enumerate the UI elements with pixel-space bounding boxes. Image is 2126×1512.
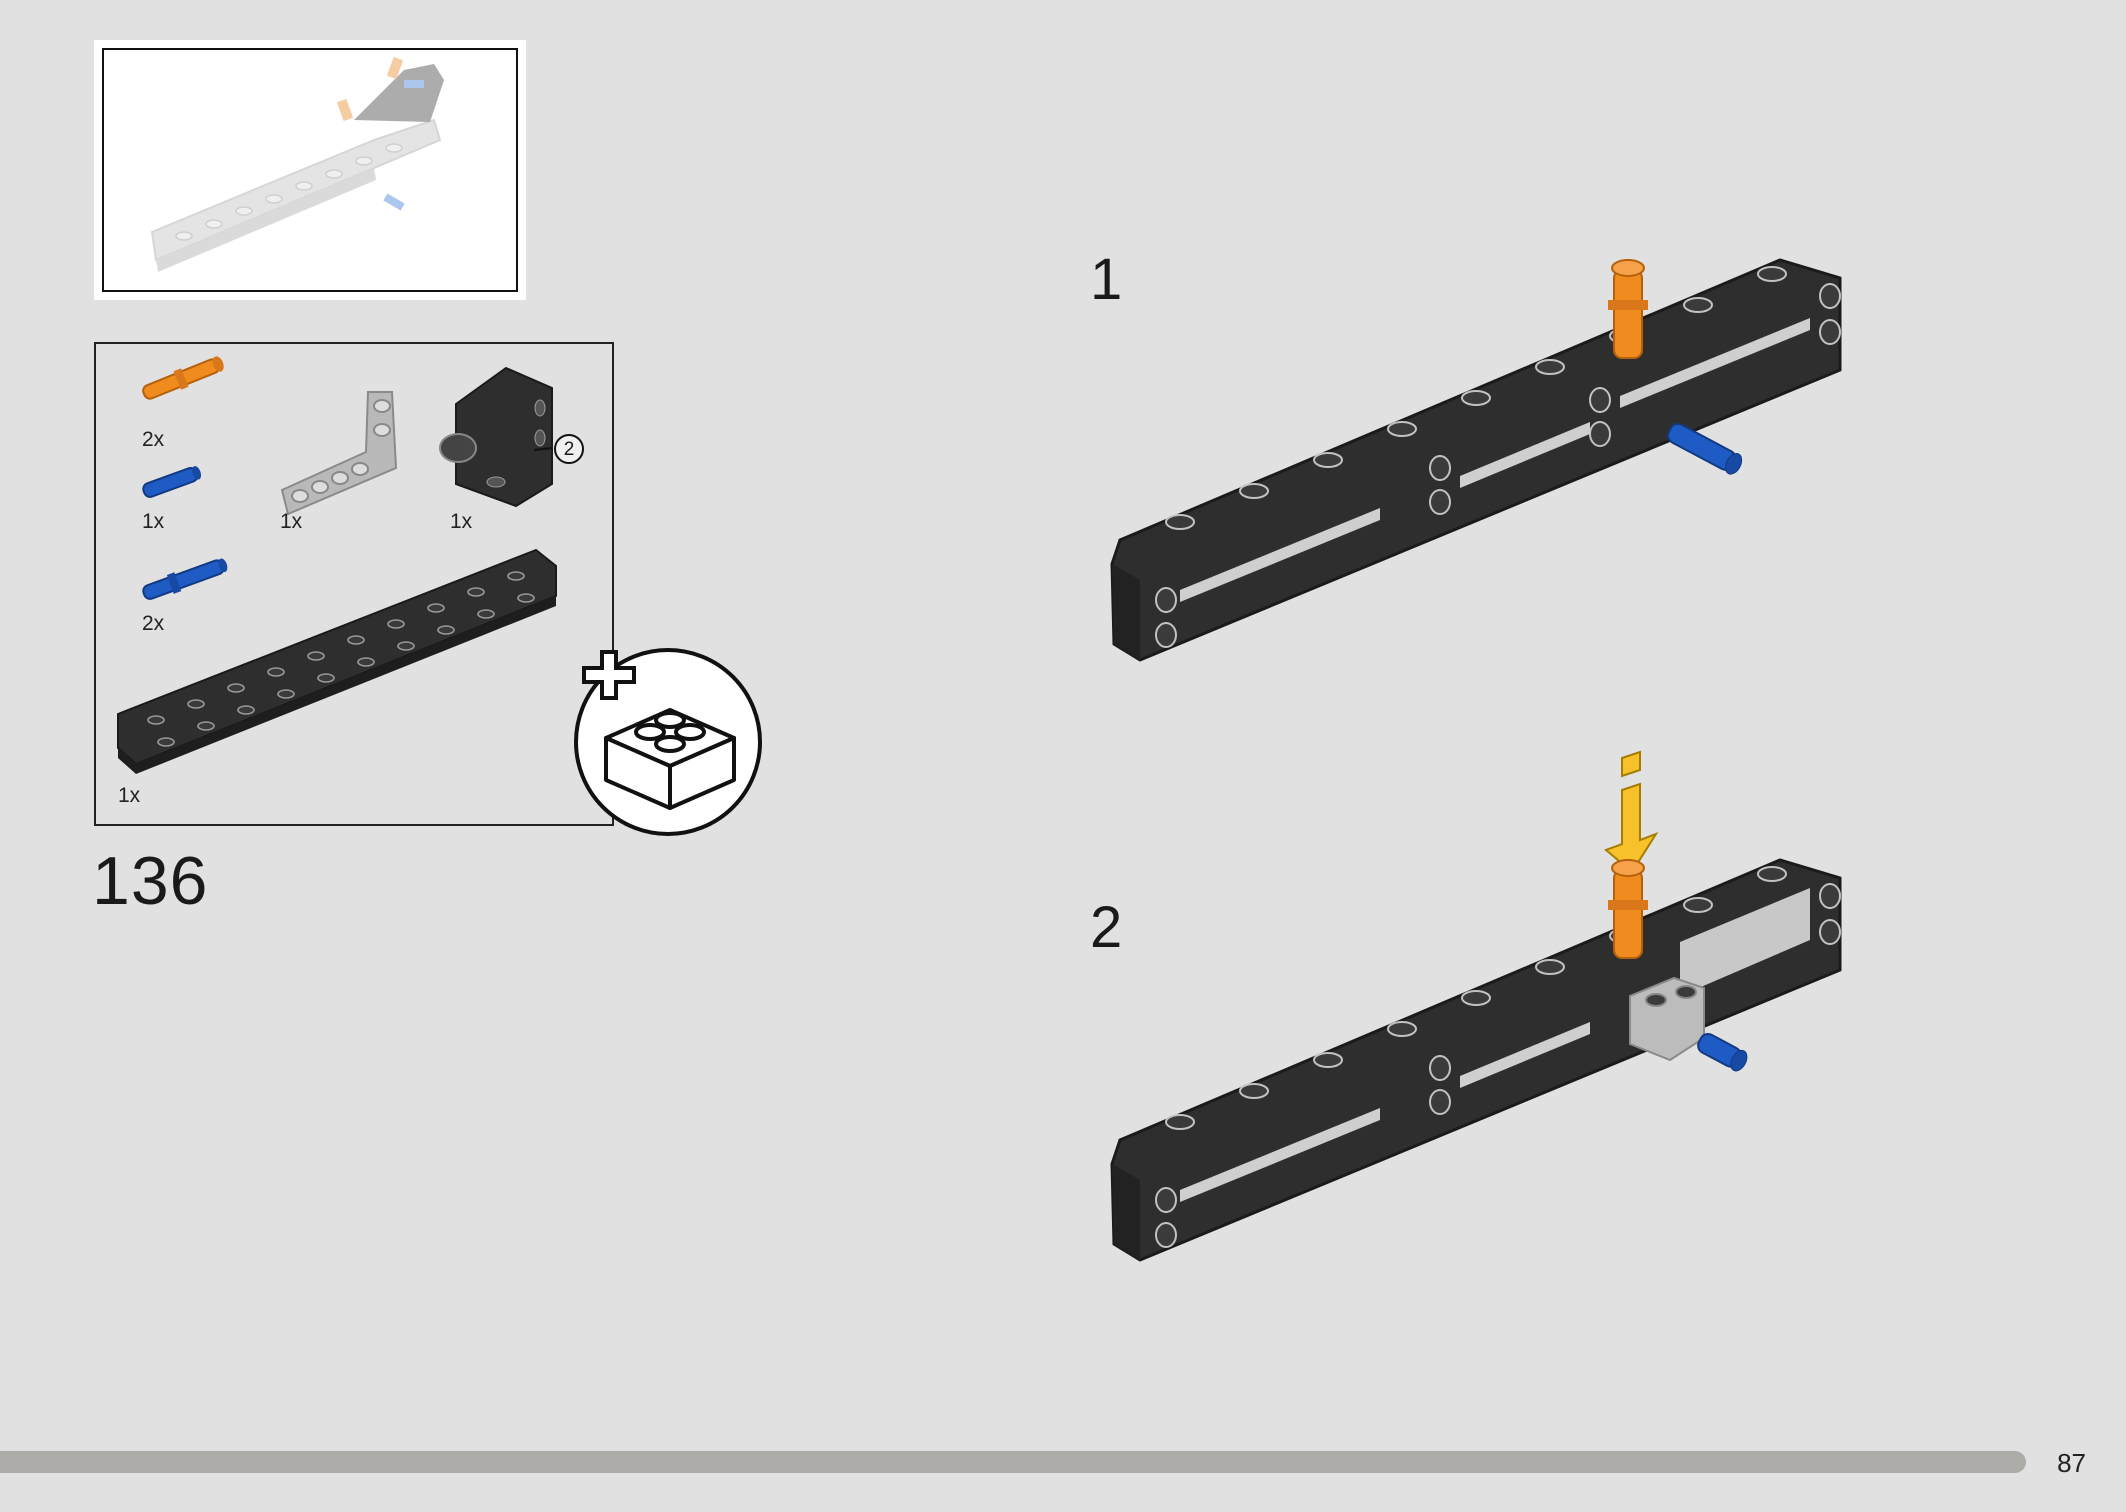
insert-arrow-icon bbox=[1604, 750, 1659, 874]
preview-frame bbox=[102, 48, 518, 292]
black-connector-icon bbox=[439, 366, 553, 508]
step-number: 136 bbox=[92, 843, 209, 919]
assembly-preview bbox=[94, 40, 526, 300]
black-frame-icon bbox=[1110, 258, 1842, 662]
gray-beam-icon bbox=[1629, 976, 1705, 1062]
orange-pin-icon bbox=[1608, 259, 1648, 359]
substep-2-label: 2 bbox=[1090, 895, 1123, 960]
black-frame-icon bbox=[1110, 858, 1842, 1262]
progress-fill bbox=[0, 1451, 1925, 1473]
substep-1-label: 1 bbox=[1090, 247, 1123, 312]
qty-blue-long-pin: 2x bbox=[142, 612, 165, 635]
blue-long-pin-icon bbox=[142, 558, 228, 600]
blue-pin-icon bbox=[1697, 1032, 1748, 1072]
add-brick-icon bbox=[574, 648, 762, 836]
blue-pin-icon bbox=[1667, 422, 1743, 475]
progress-bar bbox=[0, 1451, 2026, 1473]
qty-gray-l-beam: 1x bbox=[280, 510, 303, 533]
callout-number: 2 bbox=[554, 434, 584, 464]
parts-illustrations bbox=[117, 356, 557, 774]
black-frame-icon bbox=[117, 548, 557, 774]
orange-pin-icon bbox=[142, 356, 224, 400]
qty-black-connector: 1x bbox=[450, 510, 473, 533]
substep-2-illustration bbox=[1110, 750, 1842, 1262]
parts-list: 2x 1x 1x 1x 2x 1x 2 bbox=[94, 342, 614, 826]
page-number: 87 bbox=[2057, 1448, 2086, 1478]
qty-orange-pin: 2x bbox=[142, 428, 165, 451]
qty-black-frame: 1x bbox=[118, 784, 141, 807]
preview-illustration bbox=[150, 56, 444, 272]
qty-blue-short-pin: 1x bbox=[142, 510, 165, 533]
substep-1-illustration bbox=[1110, 258, 1842, 662]
orange-pin-icon bbox=[1608, 859, 1648, 959]
blue-short-pin-icon bbox=[142, 466, 202, 498]
gray-l-beam-icon bbox=[280, 391, 398, 516]
